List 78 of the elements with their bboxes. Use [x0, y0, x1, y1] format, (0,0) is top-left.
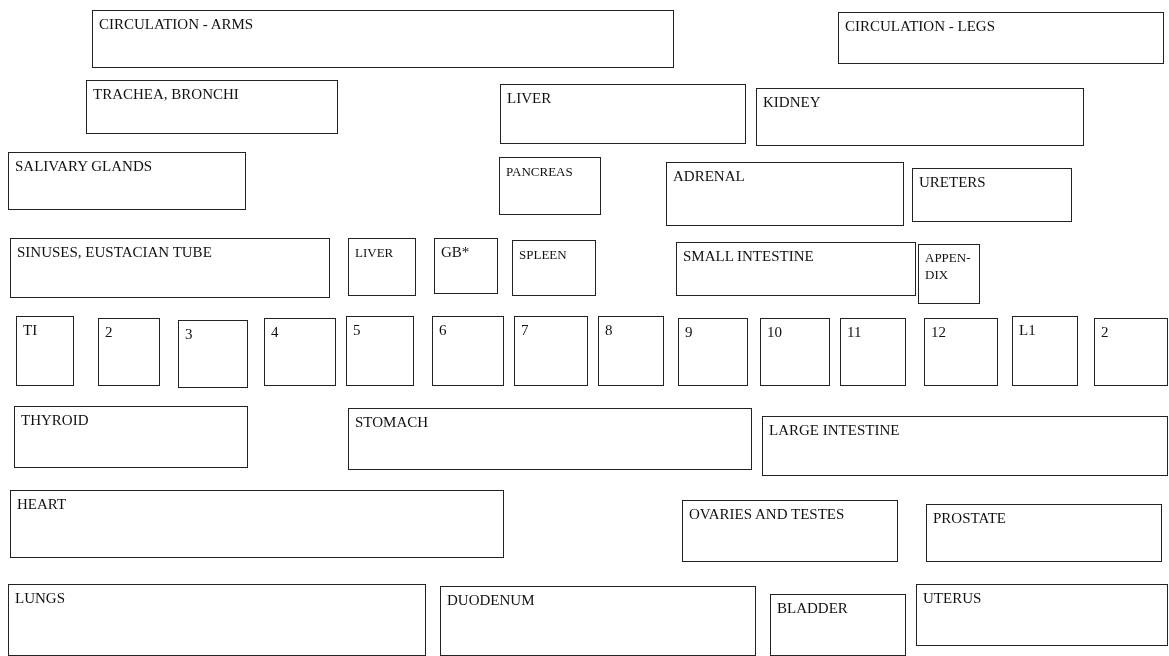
box-label: STOMACH	[355, 414, 429, 431]
box-label: 5	[353, 322, 361, 339]
box-label: SPLEEN	[519, 246, 567, 263]
box-label: BLADDER	[777, 600, 848, 617]
box-label: UTERUS	[923, 590, 982, 607]
box-label: TI	[23, 322, 38, 339]
chart-box	[756, 88, 1084, 146]
chart-box	[500, 84, 746, 144]
chart-box	[10, 490, 504, 558]
box-label: TRACHEA, BRONCHI	[93, 86, 239, 103]
box-label: 9	[685, 324, 693, 341]
chart-box	[916, 584, 1168, 646]
chart-box	[678, 318, 748, 386]
chart-box	[918, 244, 980, 304]
chart-box	[682, 500, 898, 562]
chart-box	[512, 240, 596, 296]
chart-box	[98, 318, 160, 386]
chart-box	[926, 504, 1162, 562]
chart-box	[86, 80, 338, 134]
box-label: HEART	[17, 496, 67, 513]
chart-box	[264, 318, 336, 386]
box-label: URETERS	[919, 174, 986, 191]
box-label: 8	[605, 322, 613, 339]
chart-box	[14, 406, 248, 468]
chart-box	[912, 168, 1072, 222]
box-label: SINUSES, EUSTACIAN TUBE	[17, 244, 212, 261]
chart-box	[8, 152, 246, 210]
box-label: 2	[105, 324, 113, 341]
chart-box	[434, 238, 498, 294]
box-label: 7	[521, 322, 529, 339]
chart-box	[760, 318, 830, 386]
box-label: CIRCULATION - LEGS	[845, 18, 995, 35]
box-label: APPEN-DIX	[925, 249, 972, 283]
chart-box	[770, 594, 906, 656]
box-label: 12	[931, 324, 946, 341]
box-label: 4	[271, 324, 279, 341]
chart-box	[346, 316, 414, 386]
chart-box	[1012, 316, 1078, 386]
box-label: 6	[439, 322, 447, 339]
chart-box	[348, 408, 752, 470]
box-label: LARGE INTESTINE	[769, 422, 900, 439]
chart-box	[666, 162, 904, 226]
chart-box	[10, 238, 330, 298]
chart-box	[924, 318, 998, 386]
box-label: 2	[1101, 324, 1109, 341]
chart-box	[514, 316, 588, 386]
box-label: LIVER	[507, 90, 552, 107]
box-label: CIRCULATION - ARMS	[99, 16, 254, 33]
chart-box	[440, 586, 756, 656]
box-label: ADRENAL	[673, 168, 745, 185]
chart-box	[762, 416, 1168, 476]
box-label: 3	[185, 326, 193, 343]
box-label: LUNGS	[15, 590, 65, 607]
chart-box	[178, 320, 248, 388]
box-label: GB*	[441, 244, 470, 261]
box-label: 10	[767, 324, 782, 341]
box-label: L1	[1019, 322, 1036, 339]
chart-box	[432, 316, 504, 386]
chart-box	[348, 238, 416, 296]
box-label: KIDNEY	[763, 94, 821, 111]
box-label: SALIVARY GLANDS	[15, 158, 153, 175]
box-label: PROSTATE	[933, 510, 1006, 527]
chart-box	[8, 584, 426, 656]
chart-box	[1094, 318, 1168, 386]
chart-box	[16, 316, 74, 386]
chart-box	[676, 242, 916, 296]
chart-box	[499, 157, 601, 215]
box-label: THYROID	[21, 412, 89, 429]
box-label: LIVER	[355, 244, 394, 261]
box-label: DUODENUM	[447, 592, 535, 609]
box-label: SMALL INTESTINE	[683, 248, 814, 265]
chart-box	[92, 10, 674, 68]
chart-box	[840, 318, 906, 386]
chart-box	[838, 12, 1164, 64]
box-label: 11	[847, 324, 862, 341]
box-label: PANCREAS	[506, 163, 573, 180]
chart-box	[598, 316, 664, 386]
box-label: OVARIES AND TESTES	[689, 506, 845, 523]
